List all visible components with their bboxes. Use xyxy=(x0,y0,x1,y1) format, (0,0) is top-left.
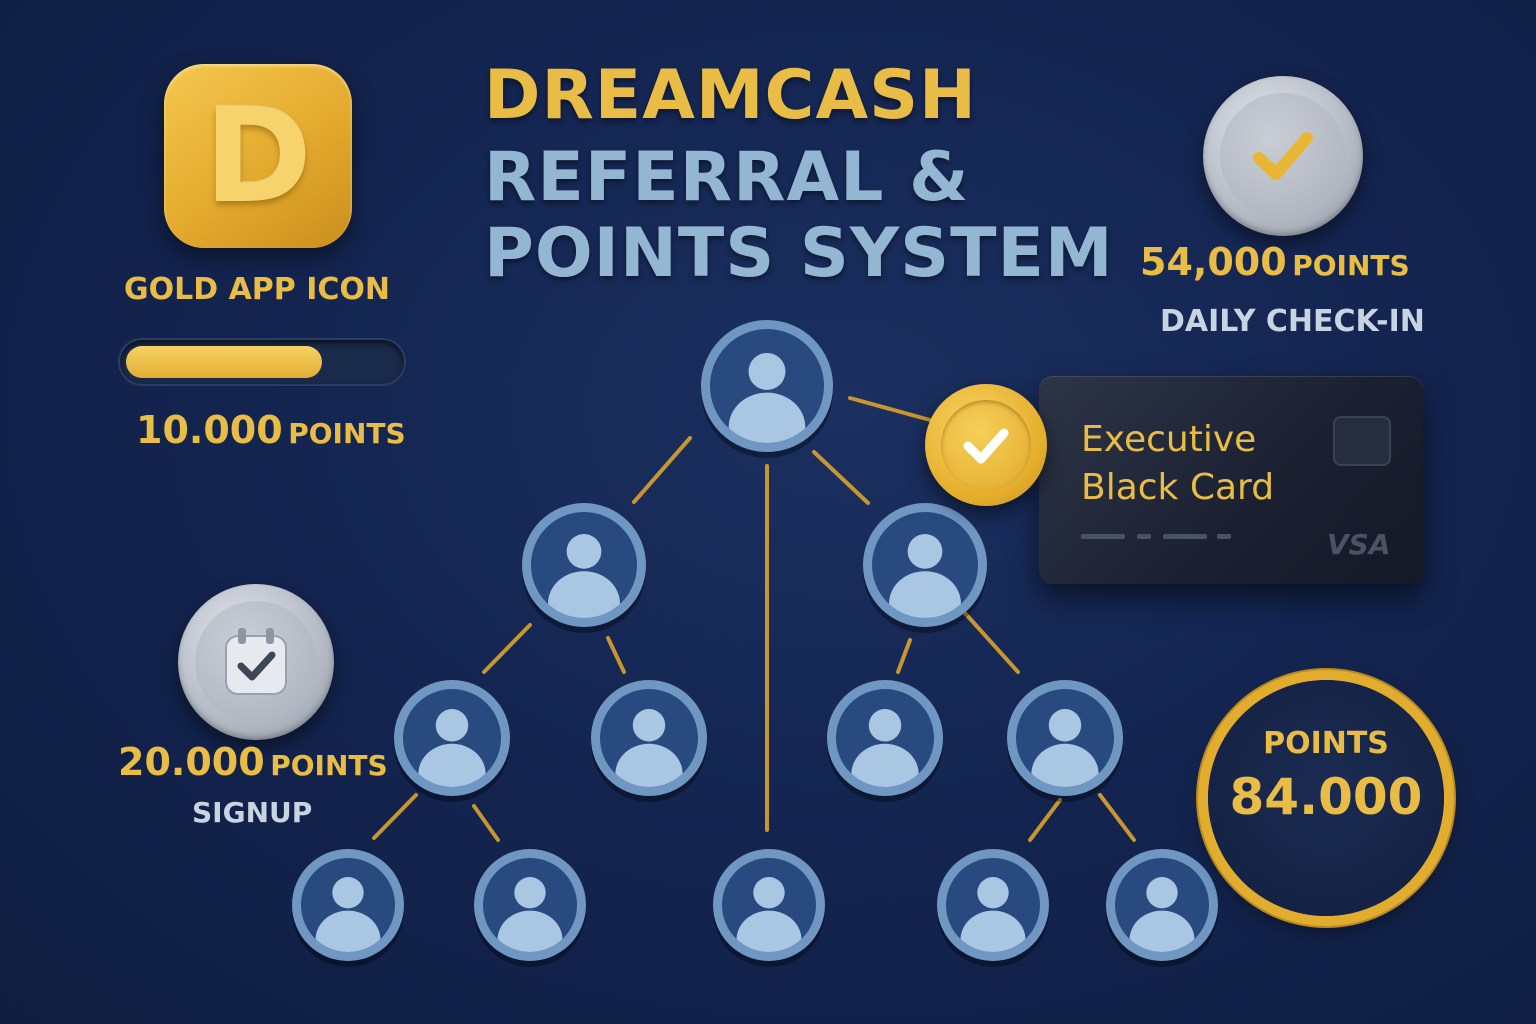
signup-points: 20.000 POINTS xyxy=(118,740,388,784)
user-icon xyxy=(728,353,806,443)
signup-badge xyxy=(178,584,334,740)
calendar-check-icon xyxy=(195,601,317,723)
tree-user-node xyxy=(713,849,825,967)
daily-checkin-points: 54,000 POINTS xyxy=(1140,240,1410,284)
signup-points-value: 20.000 xyxy=(118,740,265,784)
card-number-dashes xyxy=(1081,534,1231,539)
card-title-line-2: Black Card xyxy=(1081,467,1275,508)
tree-connector xyxy=(632,436,692,504)
executive-black-card: Executive Black Card VSA xyxy=(1039,376,1423,584)
user-icon xyxy=(615,709,683,787)
app-points-value: 10.000 xyxy=(136,408,283,452)
title-line-1: DREAMCASH xyxy=(484,56,977,135)
user-icon xyxy=(889,534,961,618)
tree-user-node xyxy=(1106,849,1218,967)
user-icon xyxy=(851,709,919,787)
daily-checkin-caption: DAILY CHECK-IN xyxy=(1160,304,1425,339)
daily-checkin-points-value: 54,000 xyxy=(1140,240,1287,284)
tree-user-node xyxy=(1007,680,1123,802)
app-points-unit: POINTS xyxy=(288,417,406,450)
tree-connector xyxy=(606,636,626,674)
tree-connector xyxy=(812,450,870,505)
tree-user-node xyxy=(394,680,510,802)
user-icon xyxy=(315,877,381,952)
tree-user-node xyxy=(591,680,707,802)
card-title-line-1: Executive xyxy=(1081,419,1257,460)
points-total-label: POINTS xyxy=(1263,726,1389,761)
app-points-label: 10.000 POINTS xyxy=(136,408,406,452)
gold-app-icon: D xyxy=(164,64,352,248)
tree-user-node xyxy=(474,849,586,967)
tree-connector xyxy=(372,793,418,840)
check-icon xyxy=(941,400,1031,490)
user-icon xyxy=(418,709,486,787)
check-icon xyxy=(1220,93,1346,219)
user-icon xyxy=(960,877,1026,952)
tree-root-user-node xyxy=(701,320,833,458)
tree-user-node xyxy=(937,849,1049,967)
tree-connector xyxy=(896,638,912,674)
tree-connector xyxy=(1098,793,1136,842)
tree-connector xyxy=(848,396,932,422)
tree-connector xyxy=(472,804,500,842)
user-icon xyxy=(1031,709,1099,787)
tree-user-node xyxy=(522,503,646,633)
user-icon xyxy=(1129,877,1195,952)
points-progress-bar xyxy=(120,340,404,384)
points-total-value: 84.000 xyxy=(1229,768,1423,826)
tree-connector xyxy=(1028,798,1062,842)
tree-user-node xyxy=(827,680,943,802)
tree-connector xyxy=(482,623,532,674)
app-icon-letter: D xyxy=(204,80,312,232)
points-total-ring: POINTS 84.000 xyxy=(1208,680,1444,916)
signup-points-unit: POINTS xyxy=(270,749,388,782)
user-icon xyxy=(548,534,620,618)
signup-caption: SIGNUP xyxy=(192,796,313,829)
app-icon-caption: GOLD APP ICON xyxy=(124,272,391,307)
tree-user-node xyxy=(863,503,987,633)
card-title: Executive Black Card xyxy=(1081,416,1274,512)
card-chip-icon xyxy=(1333,416,1391,466)
tree-user-node xyxy=(292,849,404,967)
daily-checkin-badge xyxy=(1203,76,1363,236)
user-icon xyxy=(736,877,802,952)
daily-checkin-points-unit: POINTS xyxy=(1292,249,1410,282)
title-line-2: REFERRAL & xyxy=(484,138,970,217)
progress-fill xyxy=(126,346,322,378)
user-icon xyxy=(497,877,563,952)
card-unlock-badge xyxy=(925,384,1047,506)
tree-connector xyxy=(962,610,1020,674)
card-brand-logo: VSA xyxy=(1327,528,1391,561)
title-line-3: POINTS SYSTEM xyxy=(484,214,1114,293)
